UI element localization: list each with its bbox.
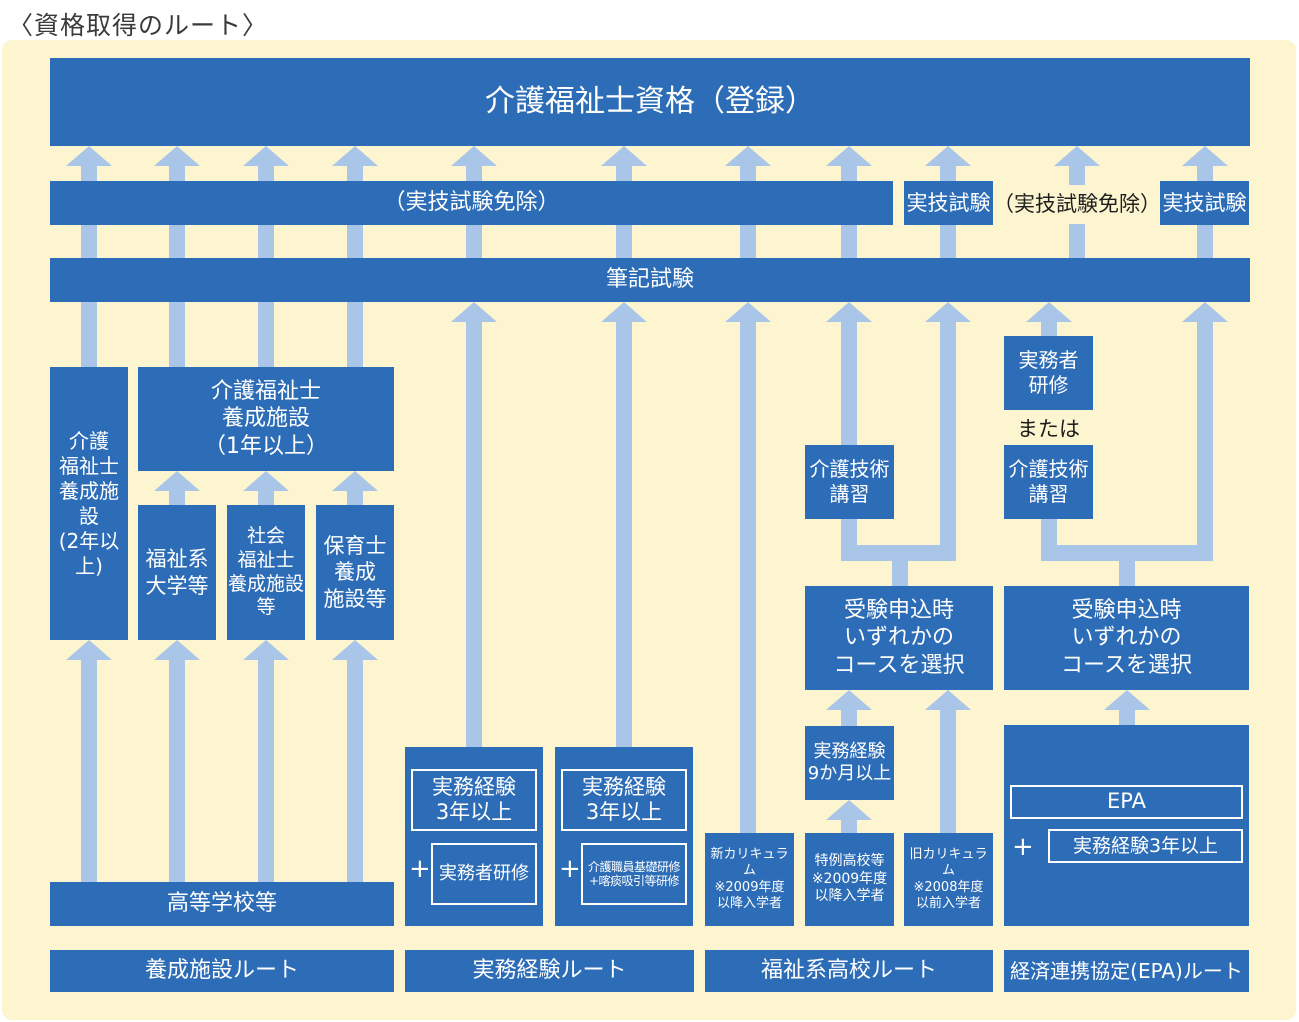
arrow-to-registration-9 (1054, 146, 1100, 185)
connector-practical-2 (258, 224, 274, 262)
plus-sign: + (1012, 832, 1034, 862)
arrow-to-registration-0 (66, 146, 112, 185)
connector-practical-1 (169, 224, 185, 262)
facility-2yr-box: 介護 福祉士 養成施設 (2年以上) (50, 367, 128, 640)
arrow-from-high-school-2 (243, 640, 289, 884)
arrow-to-registration-8 (925, 146, 971, 185)
shaft-experience-a (466, 320, 482, 750)
practitioner-training-box: 実務者 研修 (1004, 336, 1093, 410)
connector-practical-8 (940, 224, 956, 262)
arrow-9months-to-select (826, 690, 872, 728)
connector-practical-6 (740, 224, 756, 262)
welfare-university-box: 福祉系 大学等 (138, 505, 216, 640)
special-high-school-box: 特例高校等 ※2009年度 以降入学者 (805, 833, 894, 926)
arrow-from-high-school-1 (154, 640, 200, 884)
arrow-to-registration-1 (154, 146, 200, 185)
arrow-to-registration-2 (243, 146, 289, 185)
or-label: または (1017, 417, 1080, 441)
experience-9months-box: 実務経験 9か月以上 (805, 726, 894, 800)
connector-written-2 (258, 300, 274, 370)
connector-practical-3 (347, 224, 363, 262)
connector-written-1 (169, 300, 185, 370)
arrow-from-high-school-3 (332, 640, 378, 884)
arrow-to-registration-4 (451, 146, 497, 185)
nursery-facility-box: 保育士 養成 施設等 (316, 505, 394, 640)
experience-3years-epa: 実務経験3年以上 (1048, 829, 1243, 863)
epa-label: EPA (1010, 785, 1243, 819)
fork-hs-stem (892, 545, 908, 589)
written-exam-bar: 筆記試験 (50, 258, 1250, 302)
arrow-epa-to-select (1104, 690, 1150, 728)
arrow-to-facility-1yr-2 (332, 471, 378, 507)
practical-exam-exempt-epa: （実技試験免除） (993, 192, 1161, 216)
arrow-to-registration-10 (1182, 146, 1228, 185)
select-course-box-epa: 受験申込時 いずれかの コースを選択 (1004, 586, 1249, 690)
social-welfare-facility-box: 社会 福祉士 養成施設 等 (227, 505, 305, 640)
welfare-hs-route-label: 福祉系高校ルート (705, 950, 993, 992)
arrow-to-registration-7 (826, 146, 872, 185)
experience-b-box: 実務経験 3年以上 + 介護職員基礎研修 +喀痰吸引等研修 (555, 747, 693, 926)
nursing-tech-course-box-epa: 介護技術 講習 (1004, 445, 1093, 519)
shaft-tech-course (841, 320, 857, 448)
connector-practical-9 (1197, 224, 1213, 262)
shaft-practitioner (1041, 320, 1057, 340)
epa-requirement-box: EPA + 実務経験3年以上 (1004, 725, 1249, 926)
arrow-special-hs-to-9months (826, 800, 872, 836)
connector-practical-5 (616, 224, 632, 262)
shaft-experience-b (616, 320, 632, 750)
practical-exam-exempt-bar: （実技試験免除） (50, 181, 893, 225)
plus-sign: + (409, 854, 431, 884)
old-curriculum-box: 旧カリキュラム ※2008年度 以前入学者 (904, 833, 993, 926)
experience-b-years: 実務経験 3年以上 (561, 769, 687, 831)
arrow-to-facility-1yr-0 (154, 471, 200, 507)
experience-route-label: 実務経験ルート (405, 950, 694, 992)
connector-practical-7 (841, 224, 857, 262)
experience-a-box: 実務経験 3年以上 + 実務者研修 (405, 747, 543, 926)
qualification-registration-box: 介護福祉士資格（登録） (50, 58, 1250, 146)
experience-a-years: 実務経験 3年以上 (411, 769, 537, 831)
shaft-epa-direct (1197, 320, 1213, 560)
caption: 〈資格取得のルート〉 (8, 11, 269, 40)
practical-exam-box-2: 実技試験 (1160, 181, 1249, 225)
arrow-old-curriculum-to-select (925, 690, 971, 836)
shaft-hs-direct (940, 320, 956, 560)
arrow-to-registration-6 (725, 146, 771, 185)
nursing-tech-course-box: 介護技術 講習 (805, 445, 894, 519)
high-school-bar: 高等学校等 (50, 882, 394, 926)
new-curriculum-box: 新カリキュラム ※2009年度 以降入学者 (705, 833, 794, 926)
select-course-box-hs: 受験申込時 いずれかの コースを選択 (805, 586, 993, 690)
arrow-to-registration-5 (601, 146, 647, 185)
connector-practical-4 (466, 224, 482, 262)
practical-exam-box-1: 実技試験 (904, 181, 993, 225)
plus-sign: + (559, 854, 581, 884)
connector-practical-exempt-epa (1069, 224, 1085, 262)
basic-and-suction-training: 介護職員基礎研修 +喀痰吸引等研修 (581, 843, 687, 905)
connector-written-3 (347, 300, 363, 370)
connector-written-0 (81, 300, 97, 370)
fork-epa-stem (1119, 545, 1135, 589)
facility-1yr-box: 介護福祉士 養成施設 （1年以上） (138, 367, 394, 471)
shaft-new-curriculum (740, 320, 756, 836)
arrow-from-high-school-0 (66, 640, 112, 884)
epa-route-label: 経済連携協定(EPA)ルート (1004, 950, 1249, 992)
arrow-to-registration-3 (332, 146, 378, 185)
connector-practical-0 (81, 224, 97, 262)
arrow-to-facility-1yr-1 (243, 471, 289, 507)
practitioner-training-a: 実務者研修 (431, 843, 537, 905)
training-route-label: 養成施設ルート (50, 950, 394, 992)
